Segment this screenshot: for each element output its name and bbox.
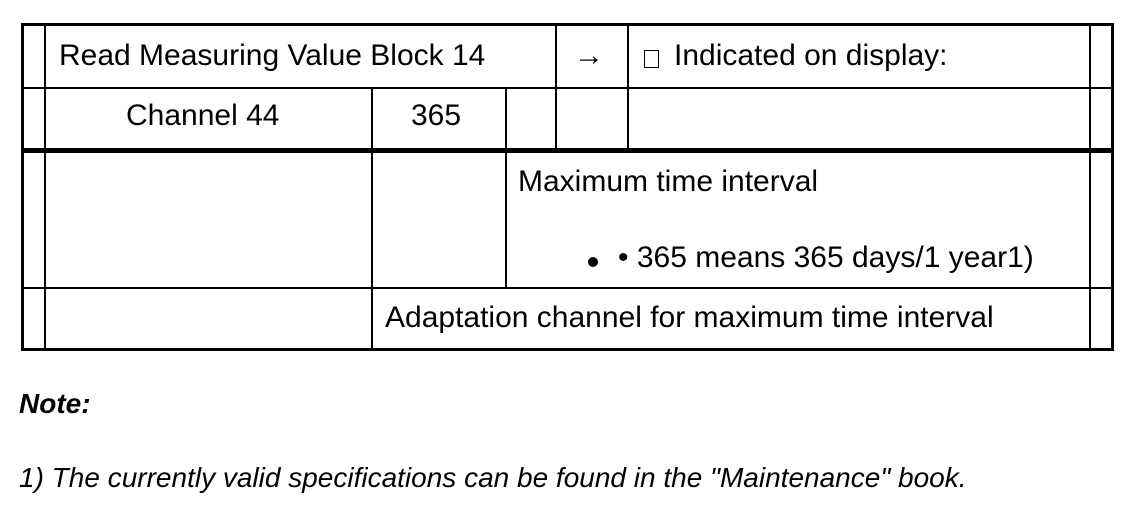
max-interval-detail: • 365 means 365 days/1 year1): [618, 241, 1034, 274]
adaptation-label: Adaptation channel for maximum time inte…: [385, 301, 994, 334]
measuring-value-table: Read Measuring Value Block 14 → Indicate…: [21, 23, 1114, 351]
table-divider: [371, 87, 373, 348]
table-divider: [1089, 26, 1091, 348]
max-interval-label: Maximum time interval: [518, 165, 819, 198]
table-divider: [505, 87, 507, 287]
checkbox-icon: [644, 50, 659, 68]
channel-label: Channel 44: [126, 99, 280, 132]
table-divider: [44, 26, 46, 348]
block-label: Read Measuring Value Block 14: [59, 39, 486, 72]
note-heading: Note:: [19, 388, 91, 419]
footnote-text: 1) The currently valid specifications ca…: [19, 462, 967, 493]
bullet-icon: [588, 257, 598, 267]
table-divider: [24, 287, 1111, 289]
table-divider: [24, 87, 1111, 89]
arrow-icon: →: [574, 39, 604, 72]
indicated-label: Indicated on display:: [674, 39, 948, 72]
table-divider: [24, 148, 1111, 153]
channel-value: 365: [411, 99, 462, 132]
